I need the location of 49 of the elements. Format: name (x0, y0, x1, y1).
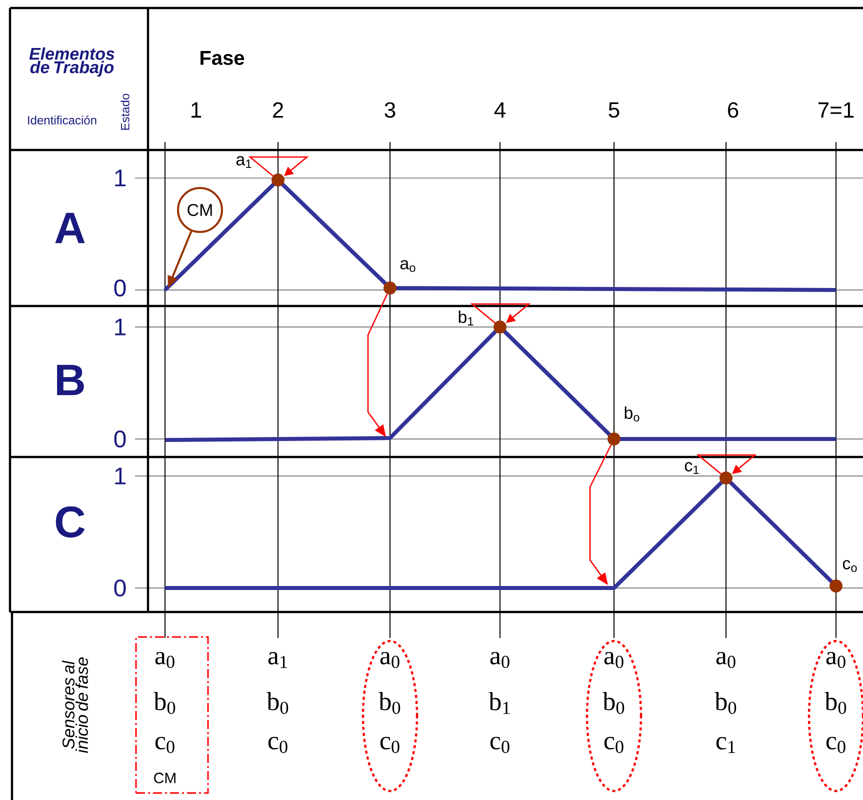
label: 6 (728, 102, 738, 118)
label: A (55, 212, 85, 244)
label: c$_{1}$ (716, 737, 735, 753)
label: 2 (273, 102, 284, 118)
sensor-state: b$_{0}$ (602, 692, 624, 714)
label: 1 (115, 170, 126, 186)
label: 4 (494, 102, 506, 118)
label: C (56, 506, 85, 538)
label: a$_{1}$ (268, 652, 287, 668)
sensor-label: b$_{1}$ (458, 310, 474, 326)
label: 1 (115, 468, 126, 484)
sensor-state: CM (154, 772, 176, 784)
sensor-state: b$_{0}$ (378, 692, 400, 714)
label: a$_{0}$ (490, 652, 510, 668)
label: 0 (114, 580, 126, 596)
label: 7=1 (818, 102, 854, 118)
label: Identificación (28, 116, 96, 124)
label: Sensores al inicio de fase (62, 657, 88, 753)
sensor-state: b$_{0}$ (154, 692, 176, 714)
label: a$_{0}$ (716, 652, 736, 668)
label: 5 (608, 102, 620, 118)
label: B (57, 364, 84, 396)
sensor-state: a$_{0}$ (826, 652, 846, 668)
label: b$_{1}$ (488, 692, 510, 714)
label: b$_{0}$ (266, 692, 288, 714)
label: Elementos de Trabajo (29, 47, 114, 77)
label: c$_{0}$ (490, 736, 510, 754)
sensor-label: a$_{o}$ (400, 260, 416, 272)
sensor-state: c$_{0}$ (155, 736, 174, 754)
sensor-label: b$_{o}$ (624, 406, 640, 422)
sensor-state: b$_{0}$ (824, 692, 846, 714)
sensor-state: c$_{0}$ (604, 736, 624, 754)
sensor-label: a$_{1}$ (236, 156, 252, 168)
label: 1 (192, 102, 202, 118)
label: 0 (114, 430, 126, 448)
label: 0 (114, 280, 126, 296)
label: Fase (200, 51, 244, 65)
sensor-state: a$_{0}$ (155, 652, 174, 668)
label: b$_{0}$ (714, 692, 736, 714)
label: 3 (384, 102, 396, 118)
label: c$_{0}$ (268, 736, 288, 754)
label: 1 (115, 318, 126, 336)
sensor-state: a$_{0}$ (380, 652, 400, 668)
sensor-state: a$_{0}$ (604, 652, 624, 668)
sensor-state: c$_{0}$ (380, 736, 400, 754)
sensor-label: c$_{1}$ (684, 462, 699, 474)
label: Estado (120, 94, 130, 130)
sensor-label: c$_{o}$ (842, 560, 857, 572)
sensor-state: c$_{0}$ (826, 736, 846, 754)
